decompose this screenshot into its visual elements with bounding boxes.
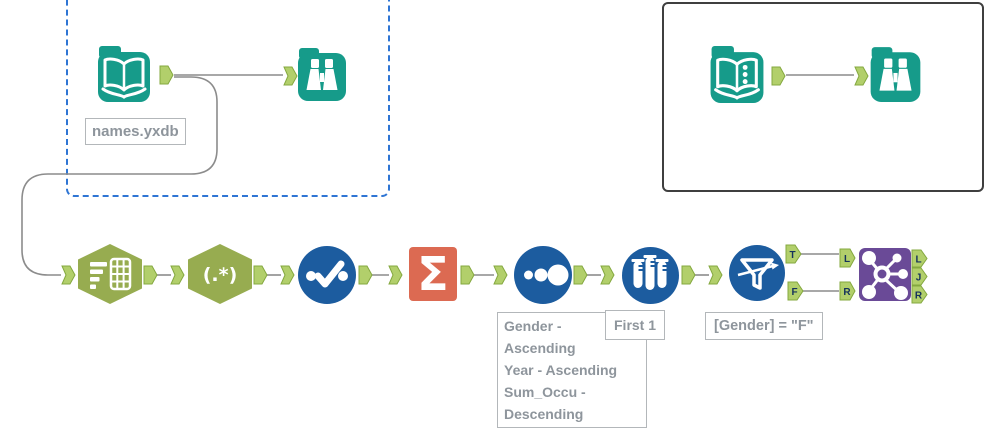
input-anchor[interactable] xyxy=(493,265,508,285)
svg-text:L: L xyxy=(915,255,921,266)
regex-pattern-icon: (.*) xyxy=(188,244,252,304)
filter-false-anchor[interactable]: F xyxy=(787,281,804,301)
output-anchor[interactable] xyxy=(159,65,174,85)
tool-join[interactable] xyxy=(858,247,912,307)
join-left-output-anchor[interactable]: L xyxy=(911,249,928,268)
svg-text:Σ: Σ xyxy=(417,247,448,301)
input-anchor[interactable] xyxy=(283,66,298,86)
svg-text:(.*): (.*) xyxy=(203,264,238,286)
tool-browse-2[interactable] xyxy=(868,45,923,108)
output-anchor[interactable] xyxy=(358,265,373,285)
dots-ascending-icon xyxy=(514,246,572,304)
input-filename-annotation[interactable]: names.yxdb xyxy=(85,118,186,145)
svg-text:R: R xyxy=(915,291,923,302)
svg-text:F: F xyxy=(791,287,797,298)
output-anchor[interactable] xyxy=(681,265,696,285)
filter-annotation[interactable]: [Gender] = "F" xyxy=(705,312,823,340)
binoculars-icon xyxy=(298,48,346,101)
tool-summarize[interactable]: Σ xyxy=(408,246,458,307)
svg-text:T: T xyxy=(789,250,795,261)
join-right-input-anchor[interactable]: R xyxy=(839,281,856,301)
input-anchor[interactable] xyxy=(61,265,76,285)
funnel-icon xyxy=(729,245,785,301)
join-join-output-anchor[interactable]: J xyxy=(911,267,928,286)
input-anchor[interactable] xyxy=(600,265,615,285)
sigma-icon: Σ xyxy=(409,247,457,301)
output-anchor[interactable] xyxy=(460,265,475,285)
open-book-dots-icon xyxy=(710,46,764,103)
open-book-icon xyxy=(98,46,150,102)
checkmark-icon xyxy=(298,246,356,304)
output-anchor[interactable] xyxy=(573,265,588,285)
tool-sort[interactable] xyxy=(513,245,573,310)
input-anchor[interactable] xyxy=(854,66,869,86)
join-right-output-anchor[interactable]: R xyxy=(911,285,928,304)
svg-text:J: J xyxy=(916,273,922,284)
tool-filter[interactable] xyxy=(728,244,786,307)
svg-text:R: R xyxy=(843,287,851,298)
tool-select[interactable] xyxy=(297,245,357,310)
network-icon xyxy=(859,248,911,301)
input-anchor[interactable] xyxy=(388,265,403,285)
test-tubes-icon xyxy=(622,247,679,304)
output-anchor[interactable] xyxy=(253,265,268,285)
tool-browse-1[interactable] xyxy=(296,46,348,107)
input-anchor[interactable] xyxy=(280,265,295,285)
output-anchor[interactable] xyxy=(771,66,786,86)
tool-sample[interactable] xyxy=(621,246,680,310)
svg-text:L: L xyxy=(844,254,850,265)
binoculars-icon xyxy=(870,47,921,102)
sample-annotation[interactable]: First 1 xyxy=(605,310,666,340)
tool-input-data-1[interactable] xyxy=(96,44,152,109)
output-anchor[interactable] xyxy=(143,265,158,285)
tool-input-data-2[interactable] xyxy=(708,44,766,110)
input-anchor[interactable] xyxy=(708,265,723,285)
tool-regex[interactable]: (.*) xyxy=(187,243,253,310)
input-anchor[interactable] xyxy=(170,265,185,285)
tool-text-to-columns[interactable] xyxy=(77,243,143,310)
join-left-input-anchor[interactable]: L xyxy=(839,248,856,268)
lines-to-table-icon xyxy=(78,244,142,304)
filter-true-anchor[interactable]: T xyxy=(785,244,802,264)
